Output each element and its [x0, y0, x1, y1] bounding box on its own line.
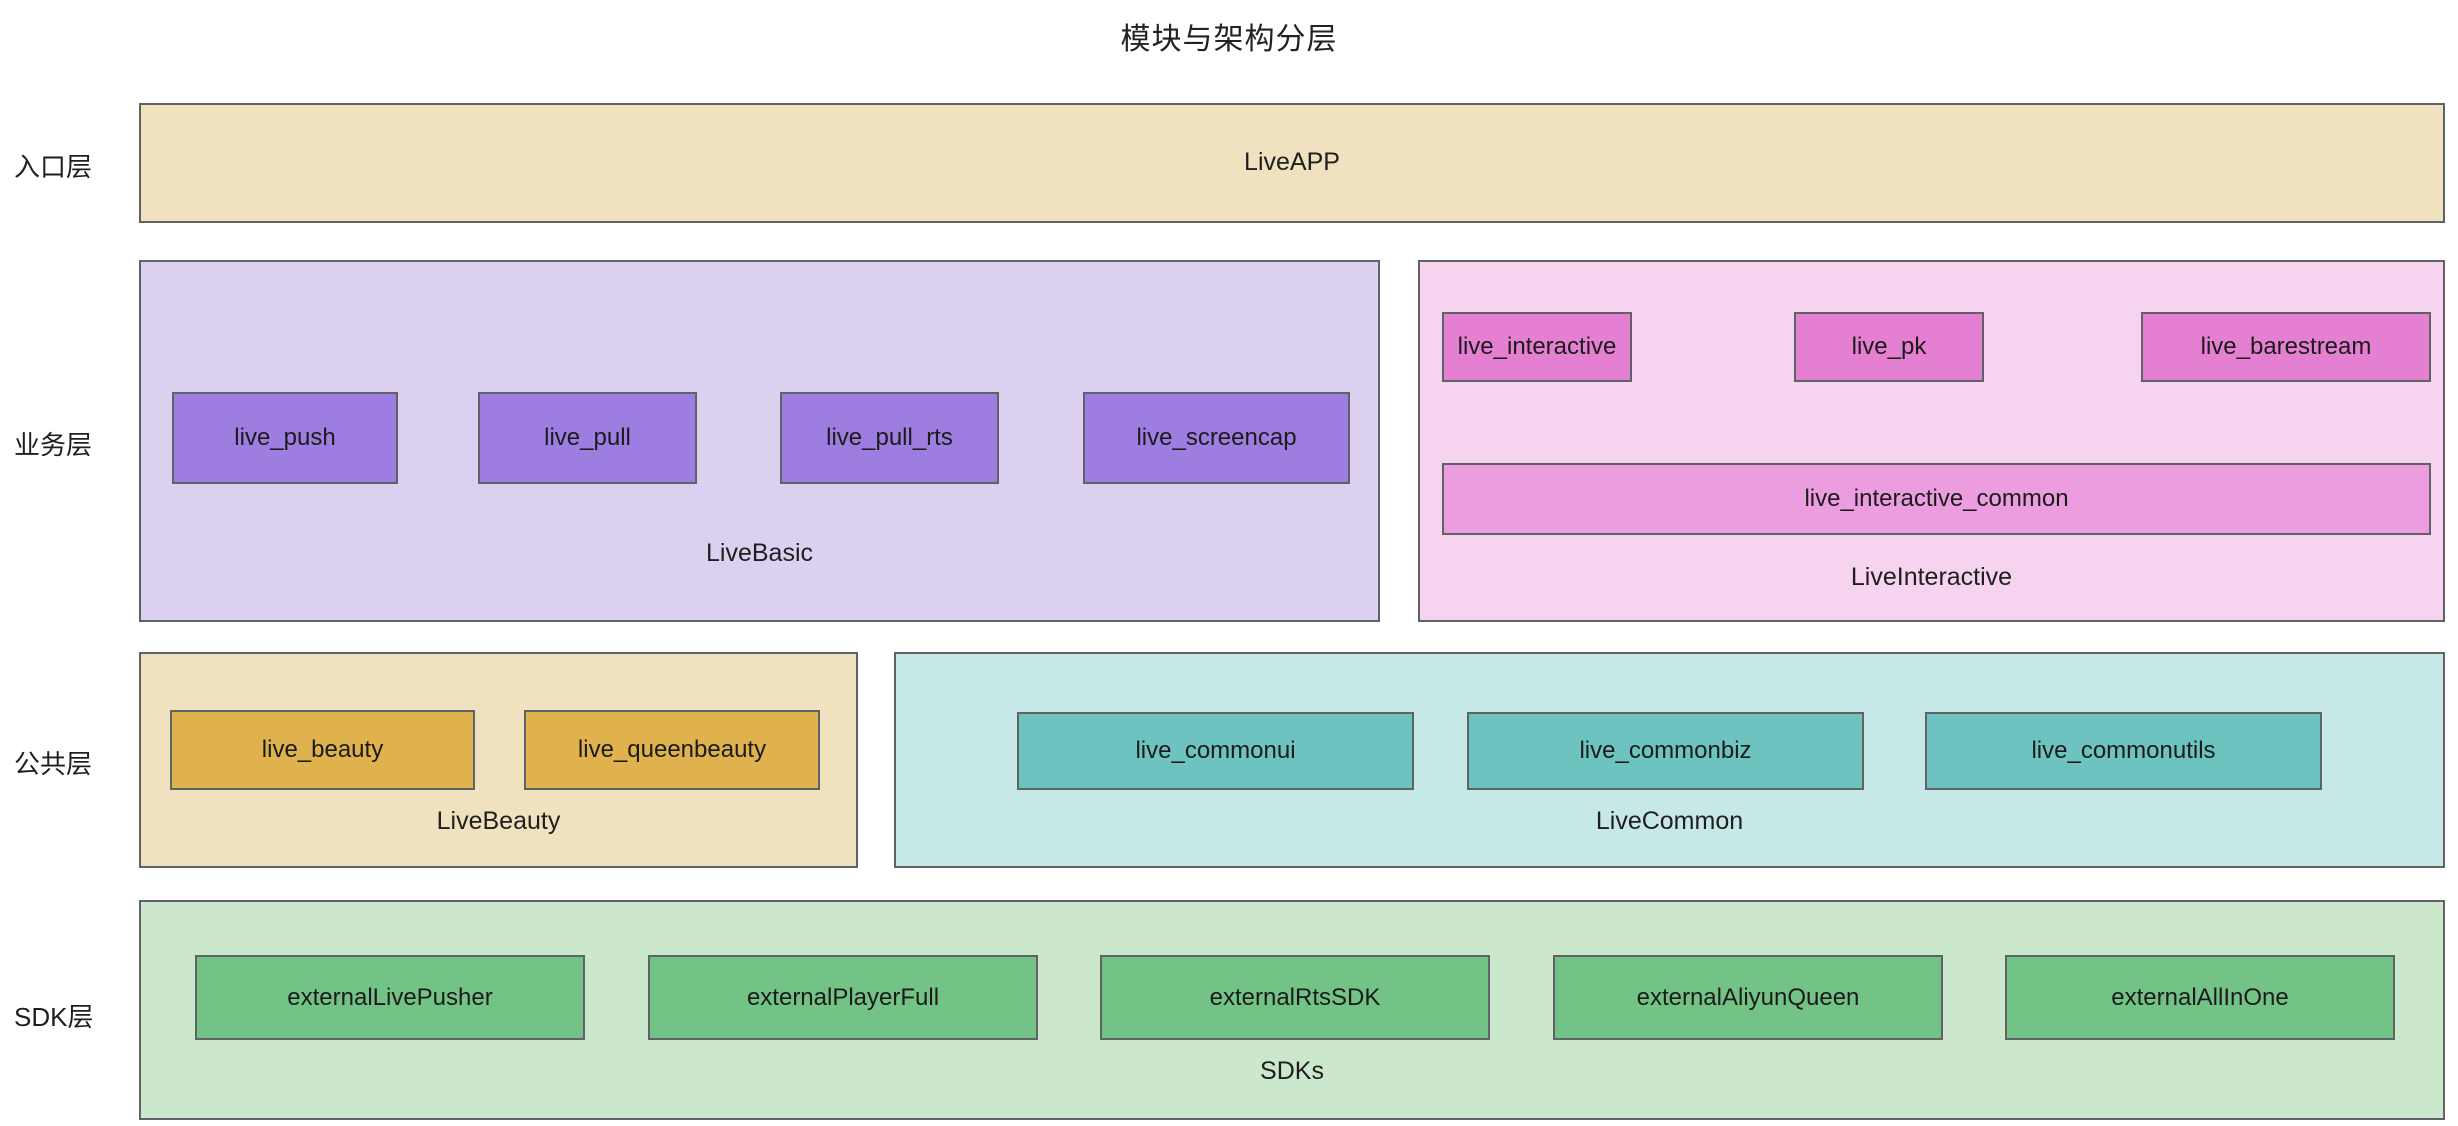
node-live-commonbiz[interactable]: live_commonbiz: [1467, 712, 1864, 790]
node-live-barestream[interactable]: live_barestream: [2141, 312, 2431, 382]
group-caption-sdks: SDKs: [1260, 1057, 1324, 1085]
group-caption-liveinteractive: LiveInteractive: [1850, 563, 2013, 591]
group-caption-livecommon: LiveCommon: [1595, 807, 1744, 835]
layer-label-sdk: SDK层: [14, 1002, 94, 1032]
node-live-pk[interactable]: live_pk: [1794, 312, 1984, 382]
node-live-commonutils[interactable]: live_commonutils: [1925, 712, 2322, 790]
node-external-rts-sdk[interactable]: externalRtsSDK: [1100, 955, 1490, 1040]
page-title: 模块与架构分层: [1120, 23, 1338, 56]
layer-label-common: 公共层: [14, 749, 93, 779]
node-external-all-in-one[interactable]: externalAllInOne: [2005, 955, 2395, 1040]
node-live-interactive-common[interactable]: live_interactive_common: [1442, 463, 2431, 535]
node-external-aliyun-queen[interactable]: externalAliyunQueen: [1553, 955, 1943, 1040]
node-live-commonui[interactable]: live_commonui: [1017, 712, 1414, 790]
group-liveapp[interactable]: LiveAPP: [139, 103, 2445, 223]
node-external-live-pusher[interactable]: externalLivePusher: [195, 955, 585, 1040]
layer-label-entry: 入口层: [14, 152, 93, 182]
layer-label-business: 业务层: [14, 430, 93, 460]
group-caption-livebasic: LiveBasic: [706, 539, 813, 567]
node-live-interactive[interactable]: live_interactive: [1442, 312, 1632, 382]
node-external-player-full[interactable]: externalPlayerFull: [648, 955, 1038, 1040]
group-livebasic[interactable]: live_push live_pull live_pull_rts live_s…: [139, 260, 1380, 622]
node-live-beauty[interactable]: live_beauty: [170, 710, 475, 790]
node-live-pull[interactable]: live_pull: [478, 392, 697, 484]
node-live-screencap[interactable]: live_screencap: [1083, 392, 1350, 484]
group-caption-livebeauty: LiveBeauty: [436, 807, 561, 835]
group-caption-liveapp: LiveAPP: [1244, 148, 1340, 176]
node-live-push[interactable]: live_push: [172, 392, 398, 484]
node-live-pull-rts[interactable]: live_pull_rts: [780, 392, 999, 484]
node-live-queenbeauty[interactable]: live_queenbeauty: [524, 710, 820, 790]
